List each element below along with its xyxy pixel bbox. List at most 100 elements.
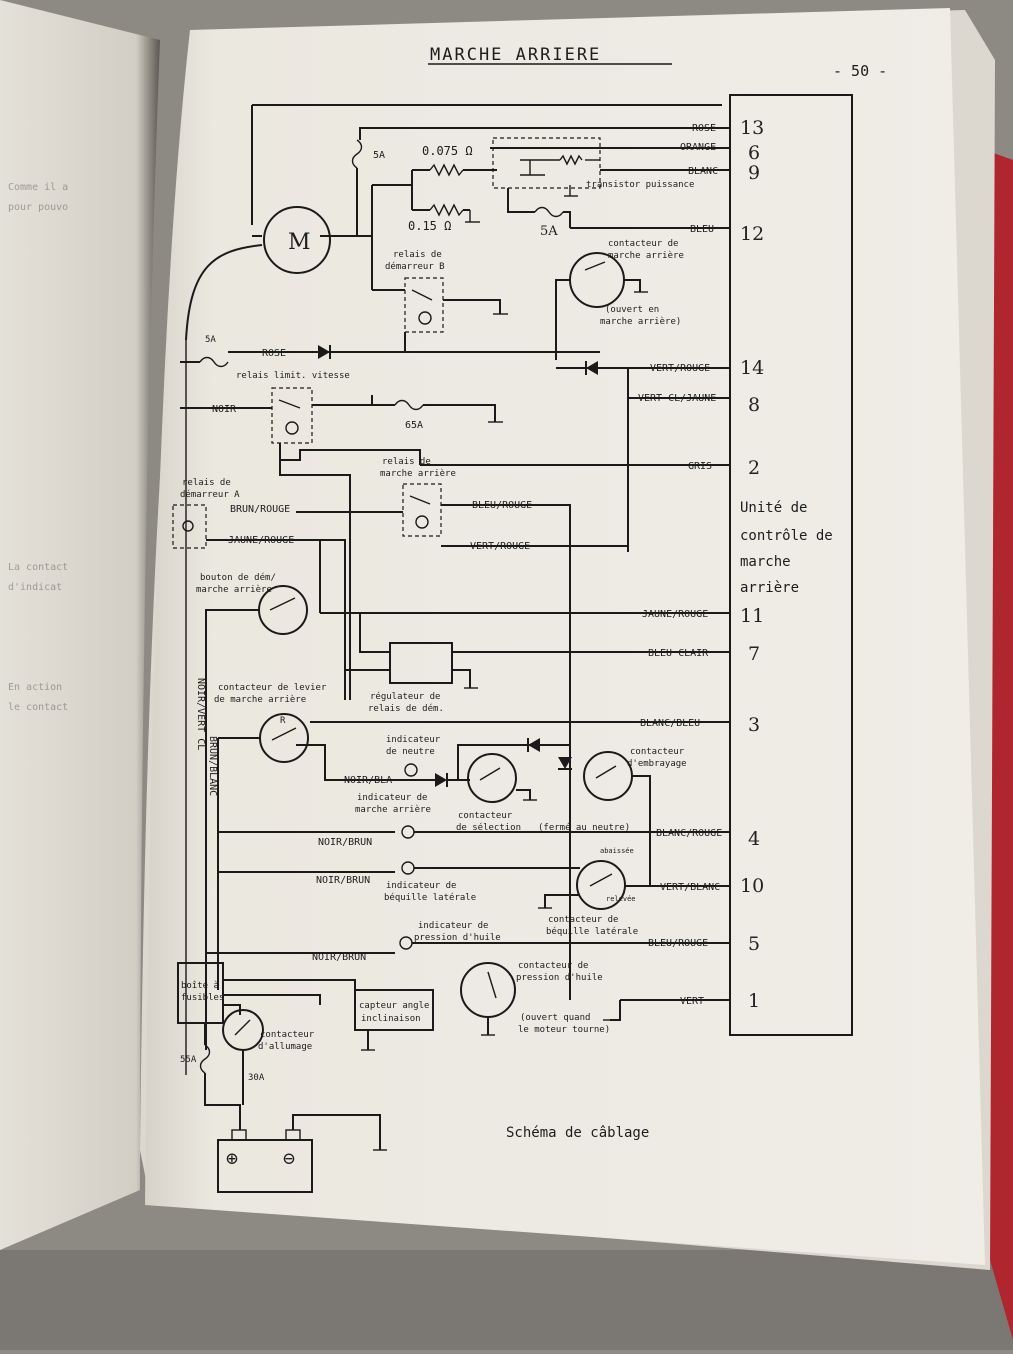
wire-label-vert-blanc: VERT/BLANC <box>660 882 720 893</box>
unit-label-line-4: arrière <box>740 580 799 596</box>
oil-indicator-label-2: pression d'huile <box>414 933 501 943</box>
wire-label-orange: ORANGE <box>680 142 716 153</box>
stand-lowered-label: abaissée <box>600 847 634 855</box>
stand-raised-label: relevée <box>606 895 636 903</box>
svg-text:La contact: La contact <box>8 562 68 573</box>
wire-label-bleu-rouge-relay: BLEU/ROUGE <box>472 500 532 511</box>
lever-r-label: R <box>280 716 286 726</box>
lever-contact-label-2: de marche arrière <box>214 694 306 705</box>
wire-label-noir: NOIR <box>212 404 237 415</box>
wire-label-vert-rouge: VERT/ROUGE <box>650 363 710 374</box>
pin-5: 5 <box>748 933 760 955</box>
reverse-contact-label-2: marche arrière <box>608 250 684 261</box>
start-button-label-2: marche arrière <box>196 584 272 595</box>
unit-label-line-3: marche <box>740 554 791 570</box>
selection-contact-label-2: de sélection <box>456 822 521 833</box>
page-title: MARCHE ARRIERE <box>430 45 601 65</box>
motor-symbol <box>263 206 331 274</box>
speed-relay-label: relais limit. vitesse <box>236 371 350 381</box>
wire-label-blanc: BLANC <box>688 166 718 177</box>
stand-indicator-label-1: indicateur de <box>386 881 456 891</box>
stand-contact-label-1: contacteur de <box>548 915 618 925</box>
pin-4: 4 <box>748 828 760 850</box>
wire-label-vert-rouge-relay: VERT/ROUGE <box>470 541 530 552</box>
start-regulator-box <box>389 642 453 684</box>
diagram-caption: Schéma de câblage <box>506 1125 649 1141</box>
fuse-box-label-1: boîte à <box>181 981 219 991</box>
tilt-sensor-box <box>354 989 434 1031</box>
resistor-1-label: 0.075 Ω <box>422 144 473 158</box>
selection-contact-label-1: contacteur <box>458 811 513 821</box>
relay-b-label-1: relais de <box>393 250 442 260</box>
pin-12: 12 <box>740 223 764 245</box>
svg-text:pour pouvo: pour pouvo <box>8 202 68 213</box>
pin-1: 1 <box>748 990 760 1012</box>
reverse-contact-note-1: (ouvert en <box>605 305 659 315</box>
wire-label-bleu-clair: BLEU CLAIR <box>648 648 709 659</box>
fuse-box-label-2: fusibles <box>181 993 224 1003</box>
tilt-sensor-label-1: capteur angle <box>359 1001 429 1011</box>
connector-pins: ROSE 13 ORANGE 6 BLANC 9 BLEU 12 VERT/RO… <box>310 117 764 1012</box>
reverse-indicator-label-1: indicateur de <box>357 793 427 803</box>
oil-contact-label-2: pression d'huile <box>516 973 603 983</box>
fuse-box <box>177 962 224 1024</box>
fuse-30a-label: 30A <box>248 1073 265 1083</box>
page-number: - 50 - <box>833 62 887 80</box>
pin-9: 9 <box>748 162 760 184</box>
battery-plus: ⊕ <box>226 1146 238 1170</box>
battery-minus: ⊖ <box>283 1146 295 1170</box>
wire-label-noir-bla: NOIR/BLA <box>344 775 392 786</box>
reverse-contact-label-1: contacteur de <box>608 239 678 249</box>
transistor-label: transistor puissance <box>586 180 694 190</box>
wire-label-bleu-rouge: BLEU/ROUGE <box>648 938 708 949</box>
wire-label-vert: VERT <box>680 996 704 1007</box>
svg-text:Comme il a: Comme il a <box>8 182 68 193</box>
relay-a-label-1: relais de <box>182 478 231 488</box>
pin-7: 7 <box>748 643 760 665</box>
wire-label-gris: GRIS <box>688 461 712 472</box>
left-page <box>0 0 160 1250</box>
stand-contact-symbol <box>576 860 626 910</box>
relay-b-label-2: démarreur B <box>385 261 445 272</box>
stand-indicator-label-2: béquille latérale <box>384 892 476 903</box>
wire-label-jaune-rouge: JAUNE/ROUGE <box>642 609 708 620</box>
ignition-label-1: contacteur <box>260 1030 315 1040</box>
wire-label-brun-rouge: BRUN/ROUGE <box>230 504 290 515</box>
selection-contact-symbol <box>467 753 517 803</box>
svg-text:d'indicat: d'indicat <box>8 582 62 593</box>
lever-contact-label-1: contacteur de levier <box>218 683 327 693</box>
wire-label-noir-brun-2: NOIR/BRUN <box>316 875 370 886</box>
fuse-55a-label: 55A <box>180 1055 197 1065</box>
oil-note-1: (ouvert quand <box>520 1013 590 1023</box>
pin-11: 11 <box>740 605 764 627</box>
right-page <box>145 8 985 1265</box>
wire-label-jaune-rouge-left: JAUNE/ROUGE <box>228 535 294 546</box>
neutral-indicator-label-2: de neutre <box>386 747 435 757</box>
svg-text:En action: En action <box>8 682 62 693</box>
selection-contact-note: (fermé au neutre) <box>538 822 630 833</box>
wire-label-noir-brun-1: NOIR/BRUN <box>318 837 372 848</box>
reverse-relay-label-2: marche arrière <box>380 468 456 479</box>
oil-note-2: le moteur tourne) <box>518 1025 610 1035</box>
wire-label-vert-cl-jaune: VERT CL/JAUNE <box>638 393 716 404</box>
pin-2: 2 <box>748 457 760 479</box>
wire-label-brun-blanc: BRUN/BLANC <box>207 736 218 796</box>
pin-8: 8 <box>748 394 760 416</box>
start-button-label-1: bouton de dém/ <box>200 572 276 583</box>
wire-label-bleu: BLEU <box>690 224 714 235</box>
wire-label-noir-vert-cl: NOIR/VERT CL <box>195 678 206 750</box>
wire-label-blanc-rouge: BLANC/ROUGE <box>656 828 722 839</box>
battery-box <box>217 1139 313 1193</box>
unit-label-line-1: Unité de <box>740 500 807 516</box>
tilt-sensor-label-2: inclinaison <box>361 1014 421 1024</box>
unit-label-line-2: contrôle de <box>740 528 833 544</box>
pin-13: 13 <box>740 117 764 139</box>
reverse-relay-label-1: relais de <box>382 457 431 467</box>
ignition-label-2: d'allumage <box>258 1042 312 1052</box>
relay-a-label-2: démarreur A <box>180 489 240 500</box>
fuse-5a-top-label: 5A <box>373 150 385 161</box>
regulator-label-2: relais de dém. <box>368 703 444 714</box>
pin-10: 10 <box>740 875 764 897</box>
